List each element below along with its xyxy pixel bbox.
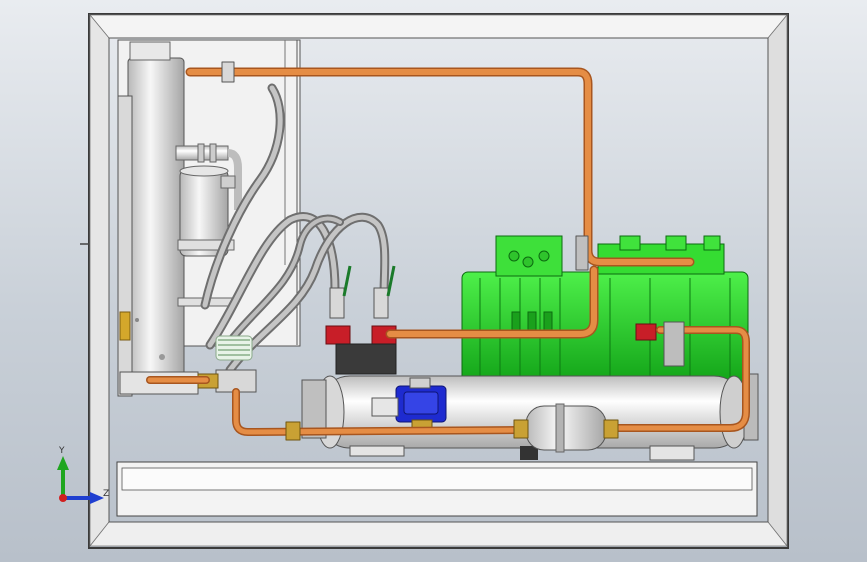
terminal-box[interactable]: [495, 235, 563, 277]
hoses[interactable]: [200, 83, 390, 375]
frame-outer[interactable]: [88, 13, 789, 549]
copper-piping[interactable]: [146, 61, 750, 441]
base-plate[interactable]: [116, 461, 758, 517]
condenser-header[interactable]: [127, 57, 185, 395]
frame-right-bevel[interactable]: [767, 13, 788, 548]
coil-spring[interactable]: [215, 335, 253, 361]
filter-drier[interactable]: [525, 403, 607, 453]
axis-y-label: Y: [58, 446, 65, 456]
frame-top-bevel[interactable]: [89, 14, 788, 39]
axis-z-label: Z: [103, 489, 109, 499]
frame[interactable]: [80, 13, 789, 549]
orientation-triad[interactable]: Y Z: [57, 446, 109, 504]
frame-bottom-bevel[interactable]: [89, 521, 788, 547]
frame-left-bevel[interactable]: [89, 13, 110, 548]
frame-inner[interactable]: [108, 37, 769, 523]
solenoid-valve[interactable]: [371, 377, 447, 433]
